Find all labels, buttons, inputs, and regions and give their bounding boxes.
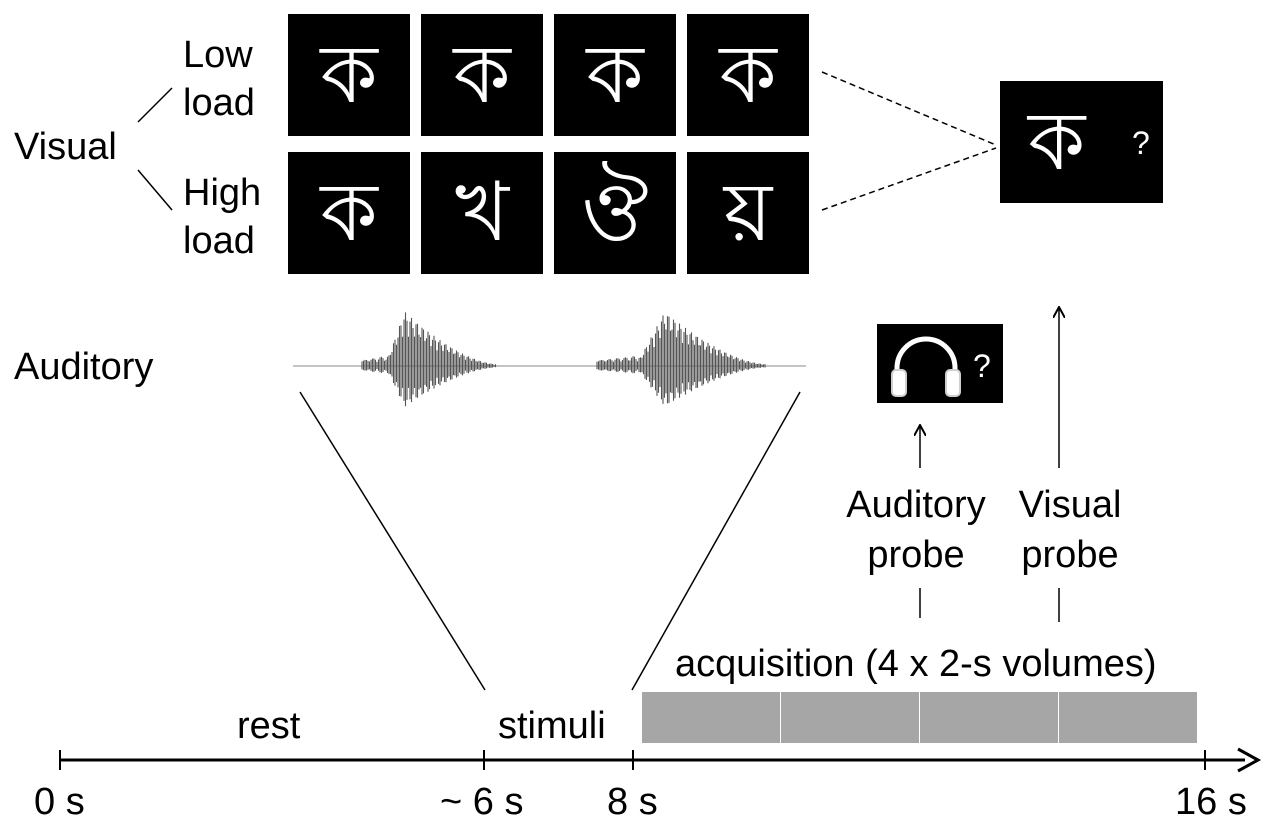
- zoom-line-right: [631, 391, 801, 691]
- high-load-stimulus-3: ঔ: [554, 152, 676, 274]
- low-load-label-line2: load: [183, 82, 255, 124]
- stimulus-glyph: ক: [320, 27, 378, 122]
- stimulus-glyph: ক: [719, 27, 777, 122]
- high-load-label-line2: load: [183, 220, 255, 262]
- probe-glyph: ক: [1028, 94, 1086, 189]
- stimulus-glyph: ক: [586, 27, 644, 122]
- low-load-stimulus-1: ক: [288, 14, 410, 136]
- auditory-waveform-1: [361, 312, 497, 407]
- time-axis-arrowhead: [1237, 747, 1262, 773]
- auditory-label: Auditory: [14, 346, 154, 388]
- stimulus-glyph: ক: [320, 165, 378, 260]
- branch-line-low: [137, 87, 173, 123]
- auditory-probe-box: ?: [877, 324, 1003, 403]
- visual-probe-label-line1: Visual: [1018, 484, 1122, 526]
- low-load-label-line1: Low: [183, 34, 253, 76]
- low-load-stimulus-2: ক: [421, 14, 543, 136]
- visual-label: Visual: [14, 126, 117, 168]
- high-load-stimulus-4: য়: [687, 152, 809, 274]
- question-mark: ?: [973, 348, 991, 384]
- stimulus-glyph: ঔ: [581, 165, 649, 260]
- acquisition-volume: [781, 692, 919, 743]
- high-load-stimulus-1: ক: [288, 152, 410, 274]
- tick-label-6s: ~ 6 s: [440, 781, 524, 823]
- stimuli-label: stimuli: [498, 705, 606, 747]
- acquisition-label: acquisition (4 x 2-s volumes): [675, 643, 1157, 685]
- dashed-line-high: [821, 147, 997, 211]
- tick-label-16s: 16 s: [1175, 781, 1247, 823]
- question-mark: ?: [1132, 125, 1150, 161]
- auditory-probe-label-line2: probe: [867, 534, 965, 576]
- acquisition-volume: [642, 692, 780, 743]
- low-load-stimulus-3: ক: [554, 14, 676, 136]
- stimulus-glyph: খ: [455, 165, 509, 260]
- high-load-stimulus-2: খ: [421, 152, 543, 274]
- tick-label-8s: 8 s: [607, 781, 658, 823]
- dashed-line-low: [821, 71, 997, 146]
- visual-probe-box: ক ?: [1000, 81, 1163, 203]
- rest-label: rest: [237, 705, 301, 747]
- headphones-icon: [891, 336, 961, 397]
- auditory-probe-label-line1: Auditory: [846, 484, 986, 526]
- stimulus-glyph: য়: [723, 165, 773, 260]
- acquisition-volume: [920, 692, 1058, 743]
- zoom-line-left: [299, 391, 486, 691]
- high-load-label-line1: High: [183, 172, 262, 214]
- visual-probe-label-line2: probe: [1021, 534, 1119, 576]
- tick-label-0s: 0 s: [34, 781, 85, 823]
- branch-line-high: [137, 169, 173, 211]
- acquisition-volume: [1059, 692, 1197, 743]
- stimulus-glyph: ক: [453, 27, 511, 122]
- auditory-waveform-2: [596, 315, 766, 404]
- low-load-stimulus-4: ক: [687, 14, 809, 136]
